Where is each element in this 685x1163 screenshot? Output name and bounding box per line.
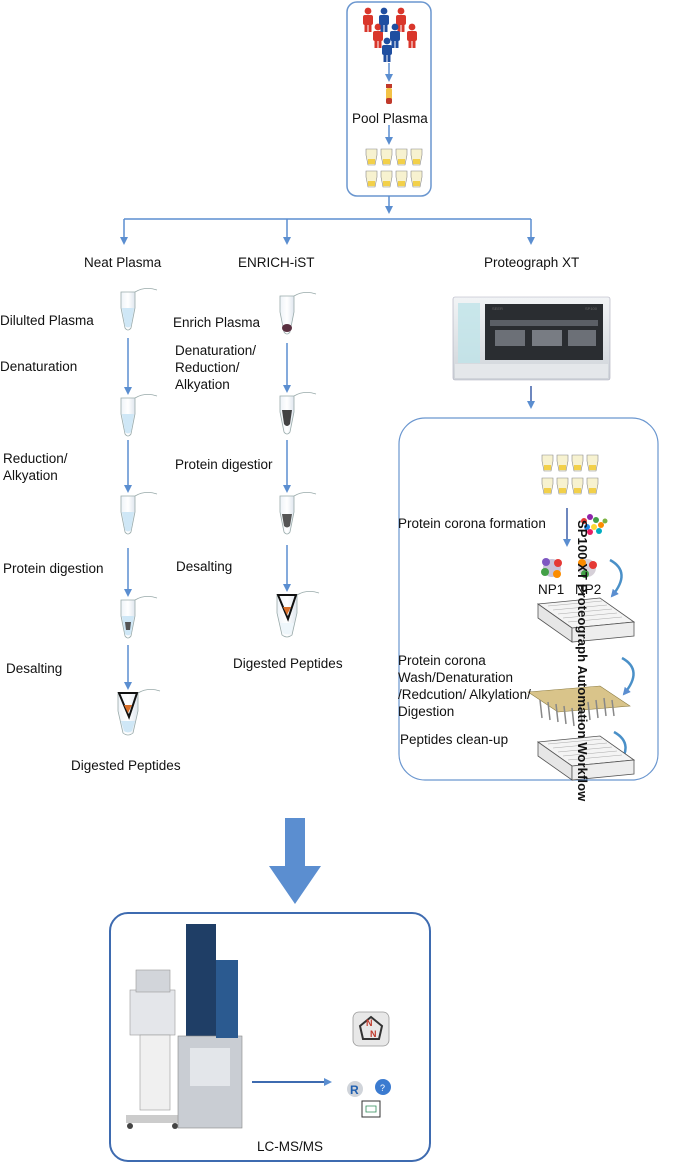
big-down-arrow bbox=[269, 818, 321, 904]
np1-label: NP1 bbox=[538, 582, 565, 597]
np2-label: NP2 bbox=[575, 582, 602, 597]
svg-text:N: N bbox=[366, 1018, 373, 1028]
enrich-ist-header: ENRICH-iST bbox=[238, 255, 315, 270]
proteograph-instrument-image bbox=[452, 296, 611, 381]
pooled-aliquots-icon bbox=[365, 148, 423, 188]
np2-nanoparticle-icon bbox=[578, 559, 597, 578]
enrich-result: Digested Peptides bbox=[233, 656, 343, 671]
filter-plate-icon bbox=[527, 685, 631, 727]
enrich-step-2: Denaturation/ Reduction/ Alkyation bbox=[175, 343, 257, 392]
plate-1-icon bbox=[536, 597, 636, 643]
proteograph-tubes-icon bbox=[541, 454, 599, 495]
curved-arrow-1 bbox=[609, 558, 623, 598]
enrich-step-3: Protein digestior bbox=[175, 457, 273, 472]
corona-wash-label: Protein corona Wash/Denaturation /Redcut… bbox=[398, 653, 531, 719]
neat-tip-tube-icon bbox=[117, 689, 161, 736]
enrich-tip-tube-icon bbox=[276, 591, 320, 638]
workflow-vertical-title: SP100 XT Proteograph Automation Workflow bbox=[575, 520, 590, 802]
curved-arrow-2 bbox=[621, 656, 635, 696]
neat-step-3: Reduction/ Alkyation bbox=[3, 451, 68, 483]
sp100-workflow-box bbox=[398, 417, 659, 781]
neat-step-4: Protein digestion bbox=[3, 561, 104, 576]
neat-result: Digested Peptides bbox=[71, 758, 181, 773]
enrich-tube-1-icon bbox=[279, 292, 317, 335]
plate-2-icon bbox=[536, 735, 636, 781]
neat-tube-3-icon bbox=[120, 492, 158, 535]
svg-text:R: R bbox=[350, 1083, 359, 1097]
enrich-step-1: Enrich Plasma bbox=[173, 315, 261, 330]
peptides-cleanup-label: Peptides clean-up bbox=[400, 732, 509, 747]
lcms-label: LC-MS/MS bbox=[257, 1139, 324, 1154]
enrich-tube-3-icon bbox=[279, 492, 317, 535]
enrich-step-4: Desalting bbox=[176, 559, 233, 574]
branch-connector bbox=[120, 196, 535, 245]
enrich-tube-2-icon bbox=[279, 392, 317, 435]
software-icons: N N R ? bbox=[347, 1011, 391, 1118]
neat-plasma-header: Neat Plasma bbox=[84, 255, 162, 270]
neat-step-1: Dilulted Plasma bbox=[0, 313, 94, 328]
pool-plasma-label: Pool Plasma bbox=[352, 111, 428, 126]
np1-nanoparticle-icon bbox=[541, 558, 562, 578]
svg-text:?: ? bbox=[380, 1083, 385, 1093]
neat-tube-2-icon bbox=[120, 394, 158, 437]
svg-text:N: N bbox=[370, 1029, 377, 1039]
instrument-label-sp100: SP100 bbox=[585, 306, 598, 311]
blood-tube-icon bbox=[386, 84, 392, 104]
neat-step-2: Denaturation bbox=[0, 359, 78, 374]
instrument-label-seer: SEER bbox=[492, 306, 503, 311]
proteograph-xt-header: Proteograph XT bbox=[484, 255, 580, 270]
mass-spectrometer-image bbox=[177, 924, 243, 1129]
donor-people-icon bbox=[363, 7, 417, 62]
neat-tube-4-icon bbox=[120, 596, 158, 639]
protein-cluster-icon bbox=[581, 514, 608, 535]
neat-tube-1-icon bbox=[120, 288, 158, 331]
neat-step-5: Desalting bbox=[6, 661, 63, 676]
lc-instrument-image bbox=[126, 969, 178, 1129]
corona-formation-label: Protein corona formation bbox=[398, 516, 546, 531]
